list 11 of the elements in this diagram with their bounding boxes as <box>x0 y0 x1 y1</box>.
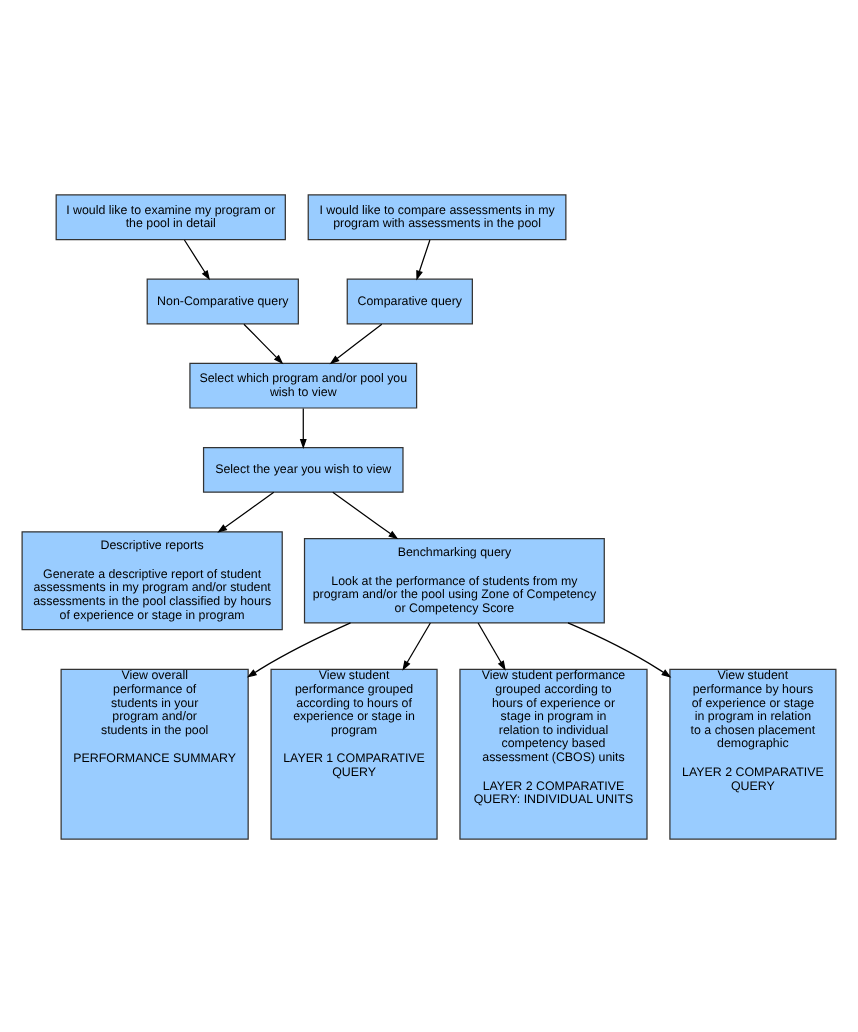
arrow <box>332 490 399 539</box>
arrow <box>299 406 307 448</box>
arrow <box>243 322 284 364</box>
arrow <box>402 621 431 670</box>
arrow <box>246 621 352 677</box>
arrow <box>217 490 275 532</box>
arrow <box>477 621 506 670</box>
arrow <box>416 238 431 280</box>
arrow <box>567 621 672 677</box>
arrow <box>329 322 383 364</box>
arrow <box>183 238 210 280</box>
